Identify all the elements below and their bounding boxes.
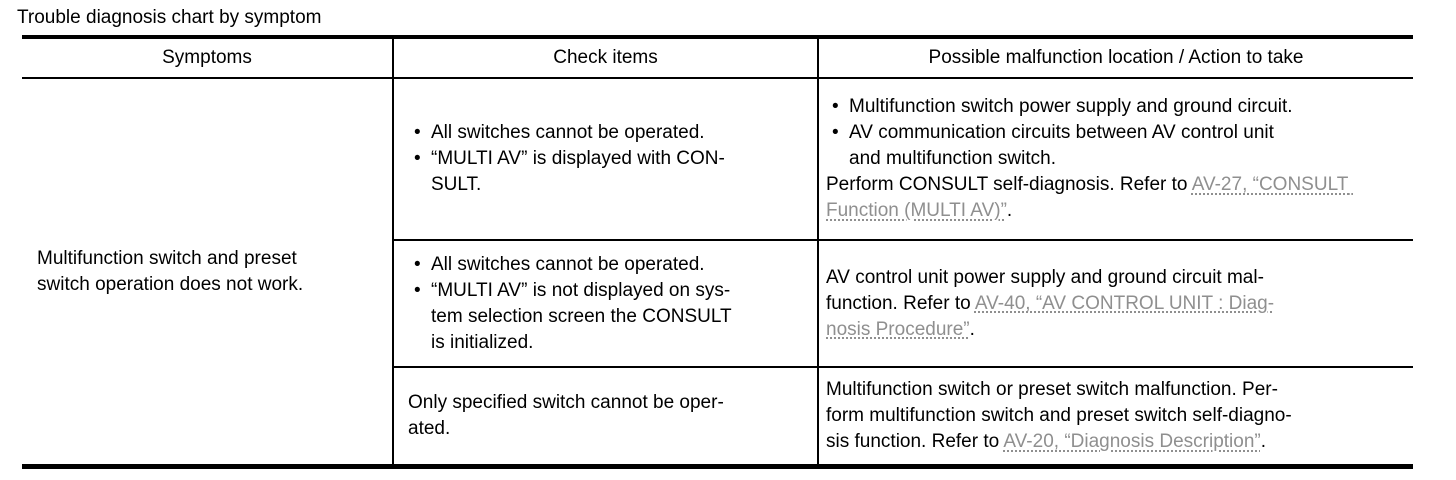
table-row: Only specified switch cannot be oper- at… [394, 366, 1413, 464]
table-body: Multifunction switch and preset switch o… [22, 79, 1413, 464]
check-items-list: All switches cannot be operated. “MULTI … [408, 252, 809, 356]
list-item: All switches cannot be operated. [408, 252, 809, 278]
symptom-cell: Multifunction switch and preset switch o… [22, 79, 394, 464]
action-paragraph: AV control unit power supply and ground … [826, 265, 1403, 343]
header-check-items: Check items [394, 39, 819, 77]
reference-link-av40[interactable]: AV-40, “AV CONTROL UNIT : Diag- nosis Pr… [826, 292, 1275, 340]
action-items-list: Multifunction switch power supply and gr… [826, 94, 1403, 172]
check-items-list: All switches cannot be operated. “MULTI … [408, 120, 809, 198]
check-items-cell: All switches cannot be operated. “MULTI … [394, 241, 819, 366]
reference-link-av27[interactable]: AV-27, “CONSULT Function (MULTI AV)” [826, 174, 1354, 221]
check-items-cell: All switches cannot be operated. “MULTI … [394, 79, 819, 239]
action-cell: Multifunction switch or preset switch ma… [819, 368, 1413, 464]
symptom-sub-rows: All switches cannot be operated. “MULTI … [394, 79, 1413, 464]
list-item: Multifunction switch power supply and gr… [826, 94, 1403, 120]
action-suffix: . [1006, 200, 1013, 221]
list-item: All switches cannot be operated. [408, 120, 809, 146]
action-cell: Multifunction switch power supply and gr… [819, 79, 1413, 239]
action-text: AV control unit power supply and ground … [826, 266, 1264, 314]
header-action: Possible malfunction location / Action t… [928, 47, 1304, 68]
table-header-row: Symptoms Check items Possible malfunctio… [22, 39, 1413, 79]
list-item: “MULTI AV” is displayed with CON- SULT. [408, 146, 809, 198]
check-text: Only specified switch cannot be oper- at… [408, 392, 724, 439]
table-row: All switches cannot be operated. “MULTI … [394, 239, 1413, 366]
page-title: Trouble diagnosis chart by symptom [17, 7, 322, 28]
action-suffix: . [1260, 431, 1267, 452]
header-symptoms: Symptoms [22, 39, 394, 77]
list-item: AV communication circuits between AV con… [826, 120, 1403, 172]
list-item: “MULTI AV” is not displayed on sys- tem … [408, 278, 809, 356]
check-items-cell: Only specified switch cannot be oper- at… [394, 368, 819, 464]
action-paragraph: Perform CONSULT self-diagnosis. Refer to… [826, 172, 1403, 224]
action-cell: AV control unit power supply and ground … [819, 241, 1413, 366]
action-suffix: . [969, 318, 975, 340]
reference-link-av20[interactable]: AV-20, “Diagnosis Description” [1003, 431, 1261, 452]
action-text: Multifunction switch or preset switch ma… [826, 379, 1292, 452]
table-row: All switches cannot be operated. “MULTI … [394, 79, 1413, 239]
trouble-diagnosis-table: Symptoms Check items Possible malfunctio… [22, 35, 1413, 469]
action-text: Perform CONSULT self-diagnosis. Refer to [826, 174, 1192, 195]
action-paragraph: Multifunction switch or preset switch ma… [826, 377, 1403, 455]
